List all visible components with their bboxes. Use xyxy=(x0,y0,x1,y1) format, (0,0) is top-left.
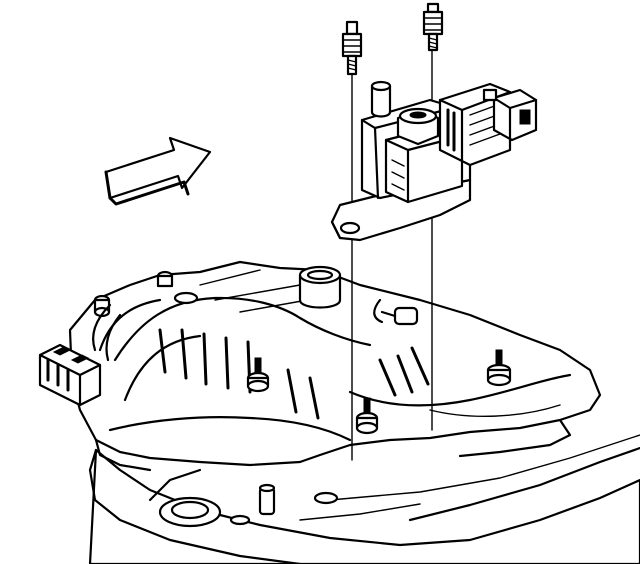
engine-block-base xyxy=(88,434,640,564)
mounting-stud-right xyxy=(422,2,444,52)
manifold-sensor xyxy=(373,298,419,326)
intake-manifold xyxy=(68,260,602,472)
ignition-coil-module-assembly xyxy=(330,80,538,242)
wiring-harness-connector xyxy=(38,303,122,407)
direction-arrow xyxy=(104,136,212,206)
manifold-bolt-right xyxy=(486,349,512,387)
manifold-bolt-front xyxy=(355,397,379,435)
manifold-bolt-center xyxy=(246,357,270,393)
mounting-stud-left xyxy=(341,20,363,76)
